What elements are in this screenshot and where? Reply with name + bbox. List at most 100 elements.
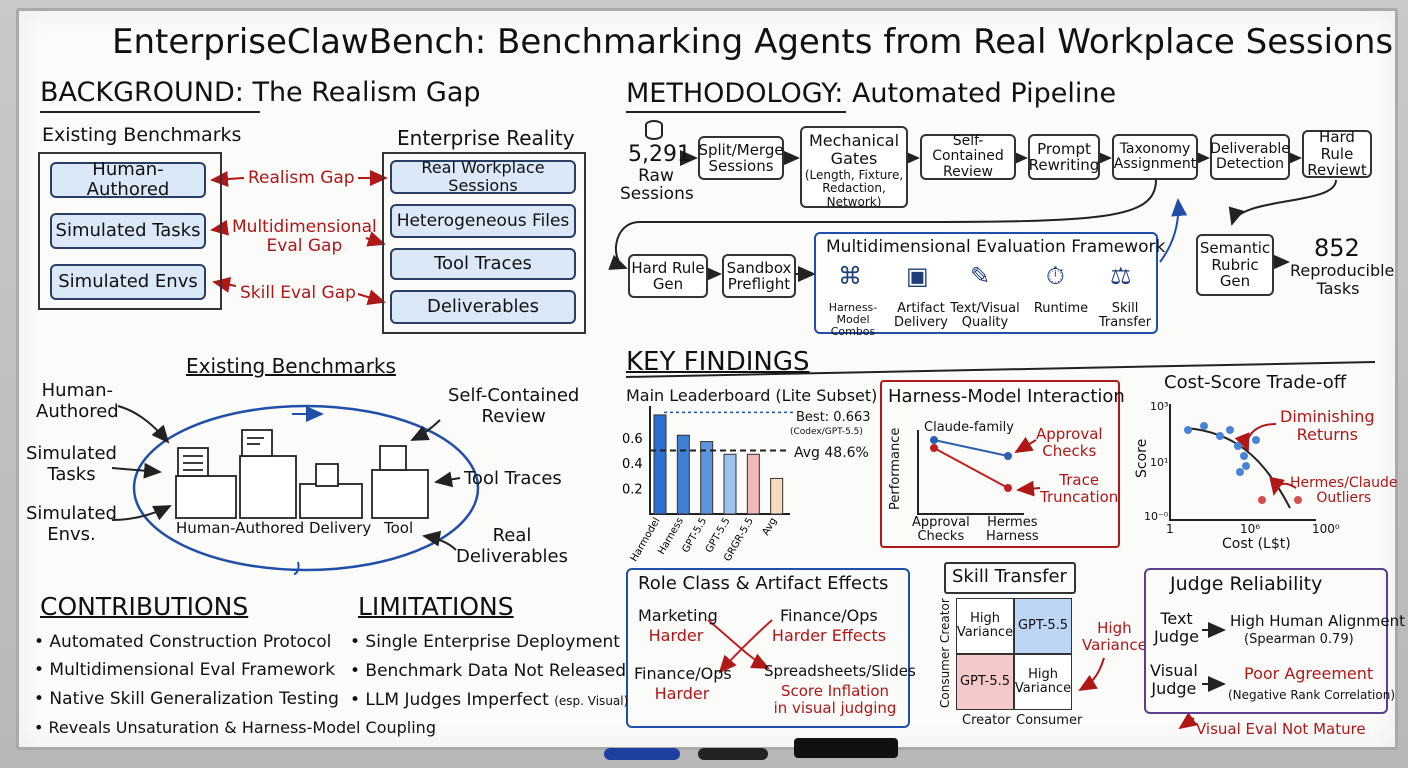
- stopwatch-icon: ⏱: [1046, 262, 1065, 290]
- judge-reliability-panel: [1144, 568, 1388, 714]
- judge-reliability-title: Judge Reliability: [1170, 573, 1323, 595]
- skill-row-axis-label: Consumer Creator: [938, 598, 952, 708]
- skill-eval-gap-label: Skill Eval Gap: [240, 283, 356, 303]
- background-heading: BACKGROUND: The Realism Gap: [40, 77, 481, 108]
- inner-label-delivery: Delivery: [309, 519, 372, 537]
- hard-rule-gen-step: Hard Rule Gen: [628, 254, 708, 298]
- enterprise-reality-frame: [382, 152, 586, 334]
- multidimensional-eval-gap-label: Multidimensional Eval Gap: [232, 217, 377, 256]
- skill-cell-bottom-left: GPT-5.5: [956, 654, 1014, 710]
- cost-xtick-left: 1: [1166, 522, 1174, 536]
- limitation-item-1: • Single Enterprise Deployment: [350, 632, 620, 652]
- leaderboard-bar: [676, 434, 690, 515]
- leaderboard-bar: [653, 414, 667, 515]
- role-effect-cross: [707, 619, 773, 674]
- eraser[interactable]: [794, 738, 898, 758]
- evaluation-framework-title: Multidimensional Evaluation Framework: [826, 237, 1166, 257]
- blue-marker[interactable]: [604, 748, 680, 760]
- visual-eval-footer: Visual Eval Not Mature: [1196, 720, 1366, 738]
- real-workplace-sessions-box: Real Workplace Sessions: [390, 159, 576, 194]
- box-icon: ▣: [906, 262, 929, 290]
- hermes-claude-outliers-note: Hermes/Claude Outliers: [1290, 475, 1398, 507]
- contribution-item-3: • Native Skill Generalization Testing: [34, 689, 339, 709]
- approval-checks-note: Approval Checks: [1036, 425, 1103, 460]
- existing-benchmarks-title: Existing Benchmarks: [186, 354, 396, 378]
- existing-benchmarks-frame: [38, 152, 222, 310]
- black-marker[interactable]: [698, 748, 768, 760]
- contribution-item-4: • Reveals Unsaturation & Harness-Model C…: [34, 718, 436, 737]
- page-title: EnterpriseClawBench: Benchmarking Agents…: [112, 22, 1394, 62]
- score-inflation-label: Score Inflation in visual judging: [773, 682, 897, 717]
- real-deliverables-note: Real Deliverables: [456, 525, 568, 567]
- hermes-harness-axis-label: Hermes Harness: [986, 515, 1039, 545]
- finance-ops-top-label: Finance/Ops: [780, 606, 878, 625]
- leaderboard-ytick: 0.4: [622, 457, 643, 472]
- leaderboard-bar: [723, 453, 737, 515]
- framework-item-label: Runtime: [1033, 301, 1089, 316]
- key-findings-heading: KEY FINDINGS: [626, 347, 810, 377]
- visual-judge-label: Visual Judge: [1150, 661, 1198, 698]
- contributions-heading: CONTRIBUTIONS: [40, 592, 249, 621]
- database-icon: [645, 120, 663, 140]
- pipeline-arrows: [608, 150, 1337, 282]
- high-variance-note: High Variance: [1082, 619, 1147, 654]
- performance-axis-label: Performance: [888, 427, 903, 510]
- key-findings-rule: [625, 361, 1376, 378]
- judge-arrows: [1202, 622, 1226, 692]
- heterogeneous-files-box: Heterogeneous Files: [390, 204, 576, 238]
- network-icon: ⌘: [838, 262, 862, 290]
- leaderboard-bar: [770, 477, 784, 515]
- text-judge-result: High Human Alignment: [1230, 612, 1405, 630]
- harder-effects-label: Harder Effects: [771, 626, 887, 645]
- existing-benchmarks-label: Existing Benchmarks: [42, 124, 242, 146]
- leaderboard-bar: [700, 441, 714, 515]
- cost-axis-label: Cost (L$t): [1222, 536, 1291, 552]
- spreadsheets-slides-label: Spreadsheets/Slides: [764, 662, 916, 680]
- raw-session-count: 5,291: [628, 142, 691, 167]
- role-class-title: Role Class & Artifact Effects: [638, 573, 889, 594]
- leaderboard-ytick: 0.2: [622, 483, 643, 498]
- average-score-label: Avg 48.6%: [794, 445, 869, 461]
- cost-ytick-mid: 10¹: [1150, 456, 1169, 469]
- leaderboard-title: Main Leaderboard (Lite Subset): [626, 386, 878, 405]
- document-stack-icons: [175, 429, 429, 519]
- trace-truncation-note: Trace Truncation: [1040, 471, 1119, 506]
- prompt-rewriting-step: Prompt Rewriting: [1028, 134, 1100, 180]
- enterprise-reality-label: Enterprise Reality: [397, 126, 575, 150]
- approval-checks-axis-label: Approval Checks: [912, 515, 970, 545]
- framework-item-label: Harness-Model Combos: [828, 301, 878, 339]
- simulated-envs-box: Simulated Envs: [50, 264, 206, 300]
- harness-model-panel: [880, 380, 1120, 548]
- claude-family-label: Claude-family: [924, 420, 1014, 435]
- text-judge-sub: (Spearman 0.79): [1244, 632, 1354, 647]
- taxonomy-assignment-step: Taxonomy Assignment: [1112, 134, 1198, 180]
- cost-ytick-bottom: 10⁻⁰: [1144, 510, 1169, 523]
- tool-traces-note: Tool Traces: [464, 468, 562, 489]
- harness-model-title: Harness-Model Interaction: [888, 386, 1125, 407]
- skill-cell-top-left: High Variance: [956, 598, 1014, 654]
- human-authored-box: Human-Authored: [50, 160, 206, 199]
- mechanical-gates-step: Mechanical Gates(Length, Fixture, Redact…: [800, 126, 908, 208]
- skill-cell-bottom-right: High Variance: [1014, 654, 1072, 710]
- finance-ops-bottom-label: Finance/Ops: [634, 664, 732, 683]
- contribution-item-1: • Automated Construction Protocol: [34, 632, 332, 652]
- limitations-heading: LIMITATIONS: [358, 592, 514, 621]
- leaderboard-category-label: Avg: [760, 516, 779, 538]
- inner-label-tool: Tool: [384, 519, 414, 537]
- skill-col-consumer: Consumer: [1016, 713, 1083, 728]
- limitation-item-3: • LLM Judges Imperfect (esp. Visual): [350, 690, 629, 710]
- existing-pointer-arrows: [111, 405, 461, 551]
- leaderboard-axes: [649, 406, 790, 515]
- semantic-rubric-step: Semantic Rubric Gen: [1196, 234, 1274, 296]
- marketing-harder-label: Harder: [648, 626, 704, 645]
- raw-sessions-label: Raw Sessions: [620, 166, 694, 204]
- leaderboard-bar: [746, 453, 760, 515]
- deliverable-detection-step: Deliverable Detection: [1210, 134, 1290, 180]
- marketing-label: Marketing: [638, 606, 718, 625]
- edit-document-icon: ✎: [970, 262, 991, 290]
- realism-gap-label: Realism Gap: [248, 168, 355, 188]
- leaderboard-ytick: 0.6: [622, 432, 643, 447]
- final-task-count: 852: [1314, 234, 1360, 262]
- cost-score-chart: [1169, 404, 1316, 521]
